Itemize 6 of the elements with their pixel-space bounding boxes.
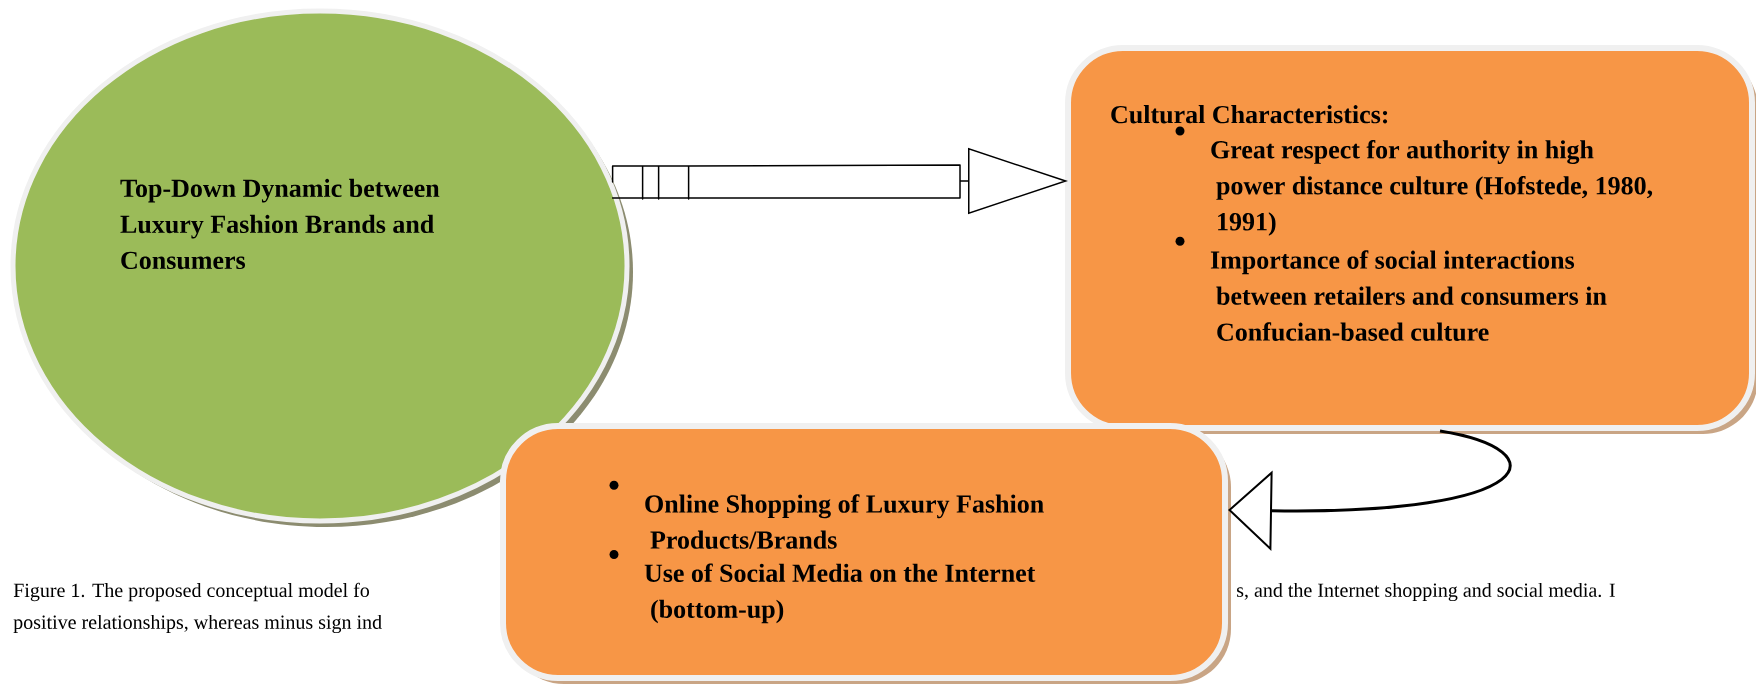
caption-text: Figure 1. The proposed conceptual model fo: [13, 582, 370, 602]
caption-text: positive relationships, whereas minus sign ind: [13, 614, 382, 634]
rounded-box: Online Shopping of Luxury Fashion Products/Brands Use of Social Media on the Internet (bottom-up): [500, 423, 1231, 684]
ellipse-node: Top-Down Dynamic between Luxury Fashion Brands and Consumers: [10, 8, 633, 527]
curved-arrow: [1228, 429, 1511, 551]
rounded-box: Cultural Characteristics: Great respect for authority in high power distance culture (Hofstede, 1980, 1991) Importance of social interactions between retailers and consumers in Confucian-based culture: [1065, 45, 1756, 434]
